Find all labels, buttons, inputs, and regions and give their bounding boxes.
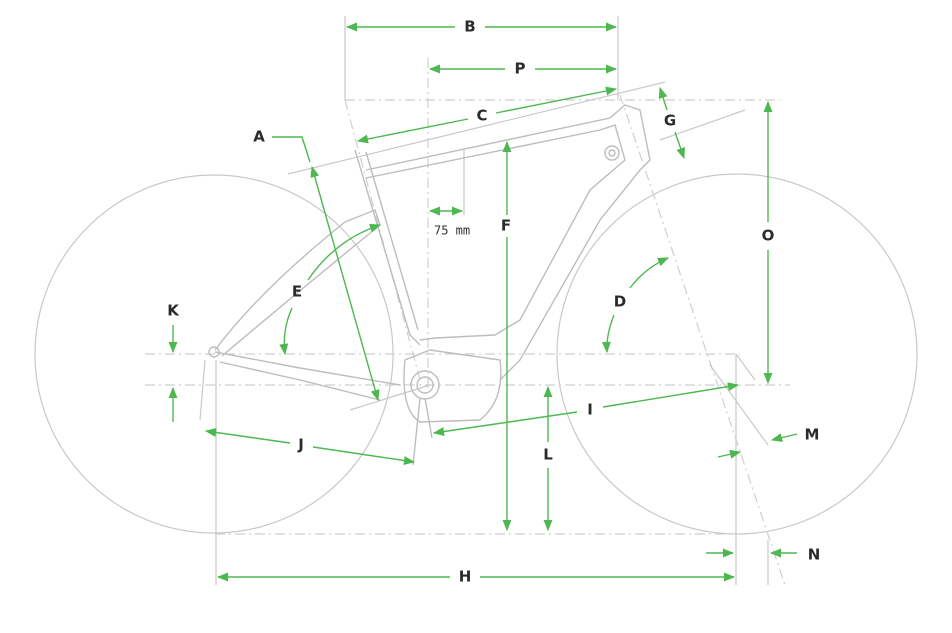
label-e: E <box>292 283 302 301</box>
label-h: H <box>459 568 472 586</box>
label-n: N <box>808 546 821 564</box>
frame <box>208 104 651 466</box>
label-b: B <box>464 18 475 36</box>
label-m: M <box>805 426 820 444</box>
label-d: D <box>614 293 626 311</box>
label-a: A <box>253 128 265 146</box>
label-p: P <box>515 60 526 78</box>
label-o: O <box>762 227 775 245</box>
label-l: L <box>543 446 553 464</box>
label-g: G <box>664 112 676 130</box>
label-c: C <box>476 107 487 125</box>
offset-note: 75 mm <box>434 224 470 238</box>
label-f: F <box>501 217 511 235</box>
label-k: K <box>167 302 180 320</box>
reference-lines <box>145 16 790 586</box>
label-j: J <box>297 436 304 454</box>
label-i: I <box>587 401 593 419</box>
dimension-arrows <box>168 22 798 582</box>
